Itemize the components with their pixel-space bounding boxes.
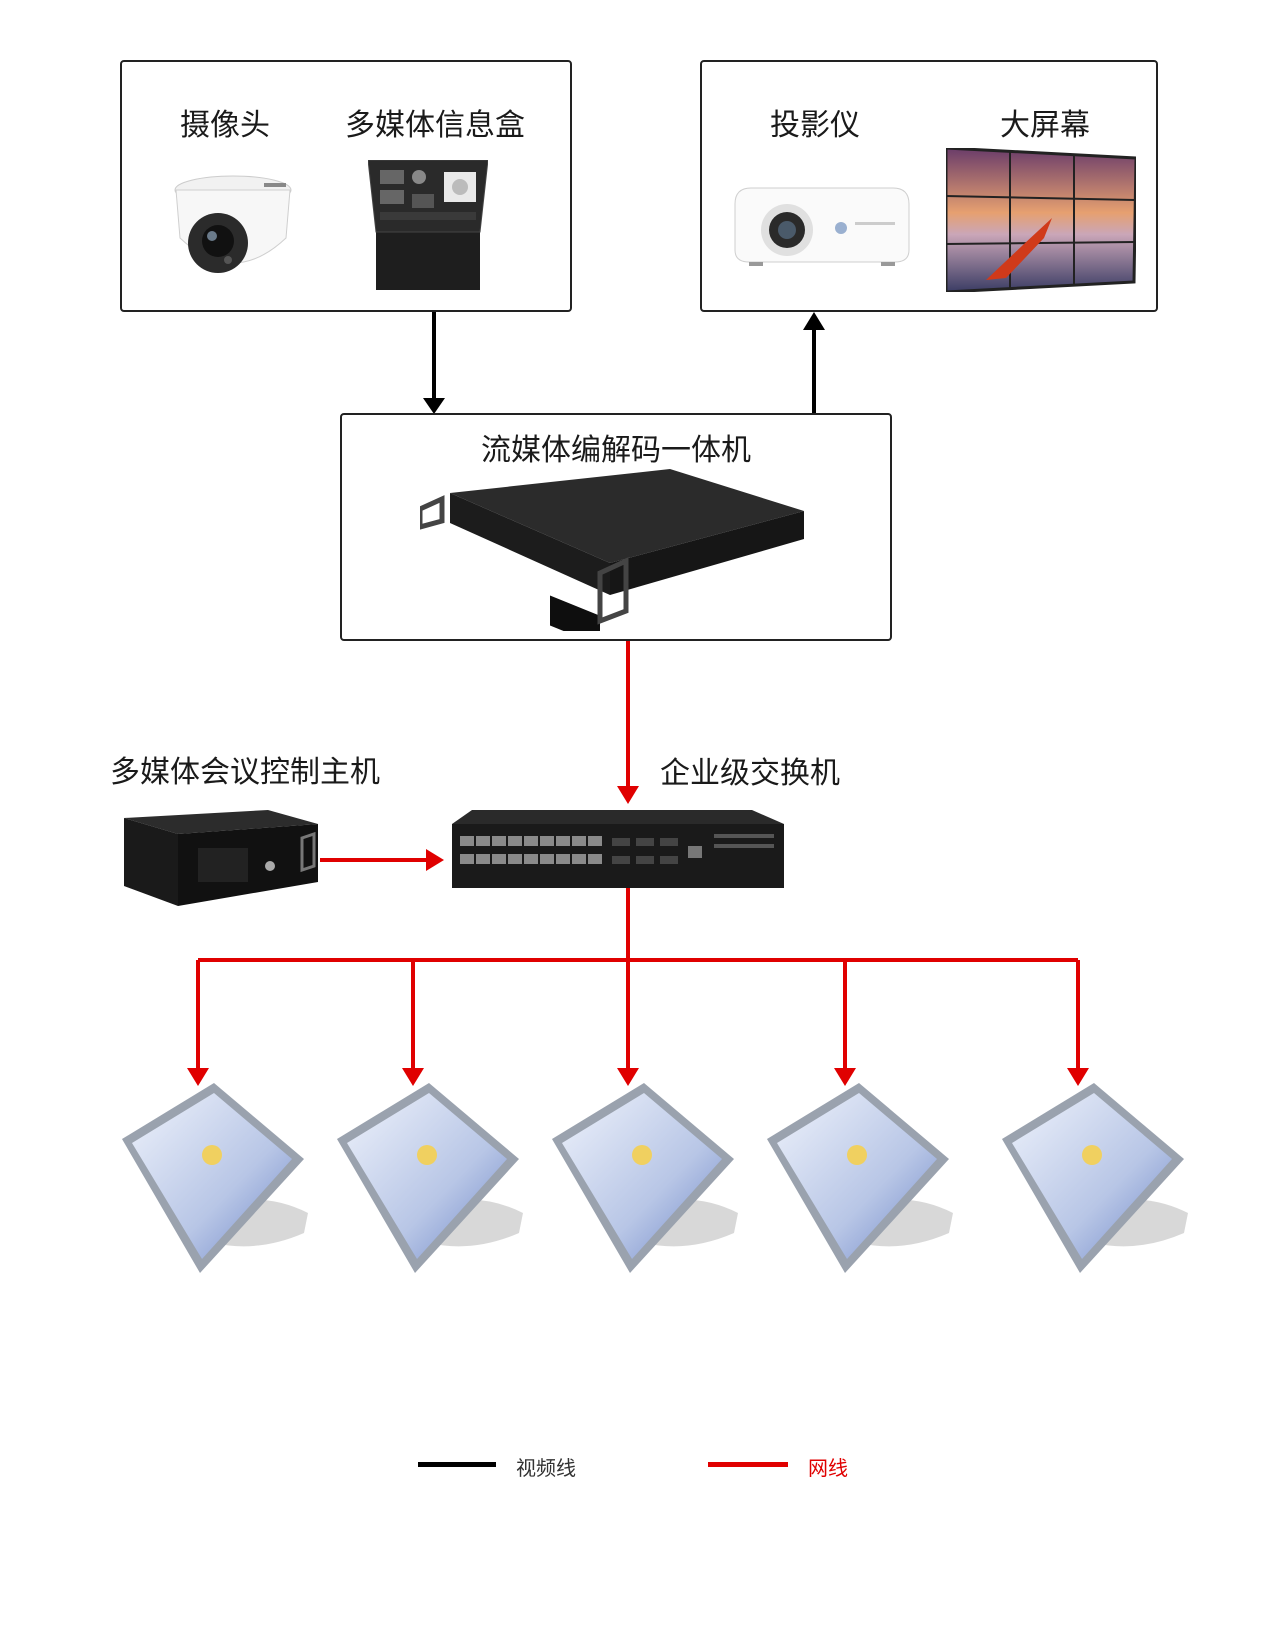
projector-label: 投影仪 <box>770 108 860 143</box>
legend-network-line-label: 网线 <box>808 1456 848 1480</box>
mediabox-icon <box>368 160 488 290</box>
mediabox-label: 多媒体信息盒 <box>345 108 525 143</box>
screen-label: 大屏幕 <box>1000 108 1090 143</box>
control-host-label: 多媒体会议控制主机 <box>110 755 380 790</box>
terminal-icon <box>767 1083 953 1273</box>
switch-label: 企业级交换机 <box>660 756 840 791</box>
codec-label: 流媒体编解码一体机 <box>481 433 751 468</box>
legend-video-line-label: 视频线 <box>516 1456 576 1480</box>
codec-device-icon <box>420 469 804 631</box>
terminal-icon <box>122 1083 308 1273</box>
control-host-icon <box>124 810 318 906</box>
legend-network-line-swatch <box>708 1462 788 1467</box>
terminal-icon <box>337 1083 523 1273</box>
legend-video-line-swatch <box>418 1462 496 1467</box>
switch-icon <box>452 810 784 888</box>
projector-icon <box>734 187 910 266</box>
camera-label: 摄像头 <box>180 108 270 143</box>
screen-icon <box>946 148 1136 292</box>
terminal-icon <box>552 1083 738 1273</box>
terminal-icon <box>1002 1083 1188 1273</box>
camera-icon <box>174 175 292 273</box>
